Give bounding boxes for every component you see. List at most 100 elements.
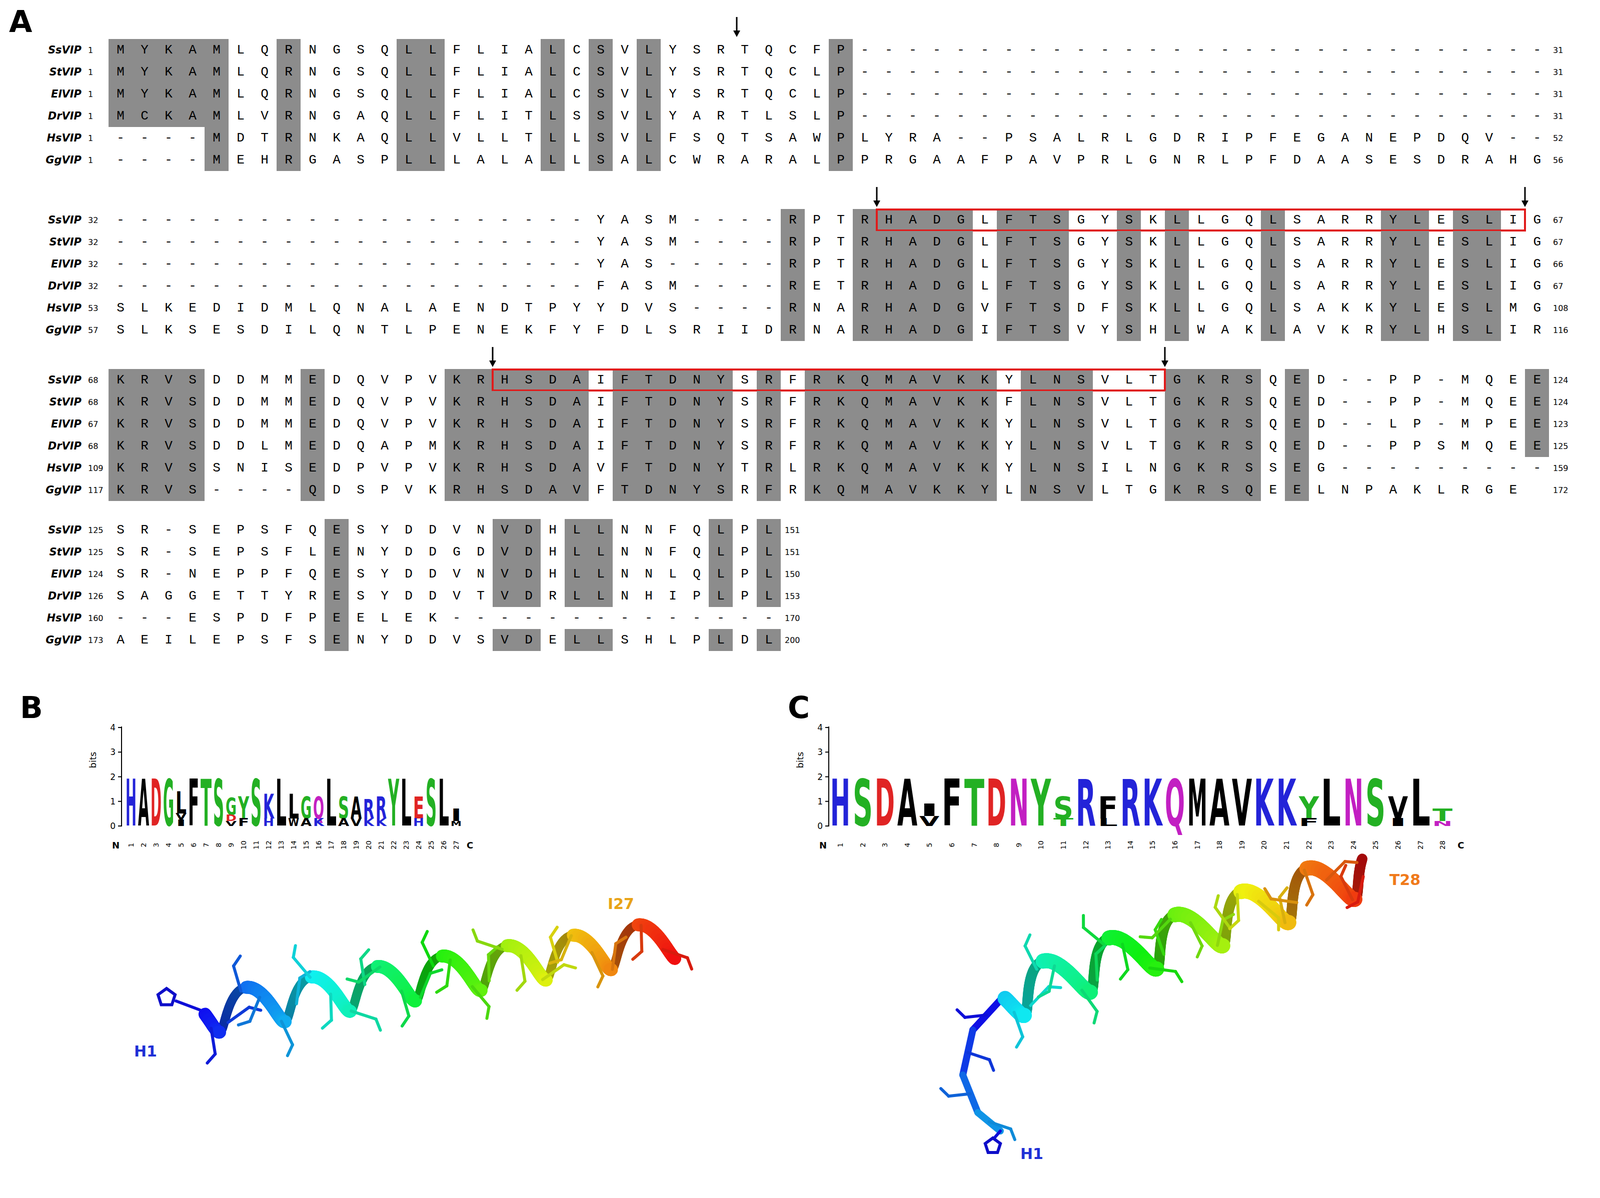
- helix-ribbon: [1085, 986, 1097, 998]
- side-chain: [641, 925, 642, 952]
- position-number: 56: [1552, 155, 1563, 166]
- helix-ribbon: [1212, 938, 1229, 954]
- species-name: StVIP: [49, 396, 82, 409]
- side-chain: [477, 941, 502, 950]
- position-number: 9: [227, 843, 236, 848]
- species-name: DrVIP: [48, 280, 82, 293]
- cleavage-arrow: [736, 17, 738, 33]
- position-number: 153: [784, 591, 801, 602]
- logo-letter: I: [1387, 817, 1408, 828]
- position-number: 125: [88, 547, 104, 558]
- side-chain: [1270, 899, 1297, 903]
- position-number: 6: [947, 843, 956, 848]
- side-chain: [662, 949, 688, 959]
- logo-letter: N: [1432, 820, 1453, 828]
- position-number: 17: [1193, 840, 1202, 850]
- logo-letter: F: [1298, 817, 1319, 828]
- position-number: 17: [327, 840, 336, 850]
- sequence-row: - - - - - - - - - - - - - - - - - - - - …: [116, 275, 1545, 298]
- position-number: 1: [127, 843, 136, 848]
- species-name: SsVIP: [48, 524, 82, 537]
- position-number: 200: [784, 635, 801, 646]
- position-number: 160: [88, 613, 104, 624]
- sequence-row: - - - - M D T R N K A Q L L V L L T L L …: [116, 127, 1545, 150]
- side-chain: [1197, 946, 1203, 958]
- logo-letter: L: [438, 771, 450, 836]
- sequence-row: S L K E D I D M L Q N A L A E N D T P Y …: [116, 297, 1545, 320]
- position-number: 13: [277, 840, 286, 850]
- side-chain: [1237, 894, 1239, 921]
- tick-label: 3: [110, 747, 116, 758]
- side-chain: [549, 959, 562, 964]
- position-number: 22: [389, 840, 398, 850]
- helix-ribbon: [1218, 939, 1229, 951]
- side-chain: [233, 956, 241, 967]
- cleavage-arrow: [1164, 347, 1166, 363]
- side-chain: [1014, 1012, 1023, 1038]
- logo-letter: V: [350, 817, 362, 828]
- logo-letter: T: [964, 771, 985, 836]
- helix-ribbon: [1278, 914, 1295, 930]
- position-number: 116: [1552, 325, 1569, 336]
- side-chain: [1215, 895, 1219, 908]
- position-number: 21: [1282, 840, 1291, 850]
- terminus-label: N: [819, 840, 827, 851]
- logo-letter: V: [1231, 771, 1252, 836]
- side-chain: [233, 966, 242, 992]
- helix-ribbon: [1284, 915, 1296, 927]
- side-chain: [293, 945, 296, 958]
- side-chain: [550, 927, 558, 938]
- side-chain: [1081, 915, 1085, 928]
- panel-letter: A: [9, 4, 33, 40]
- side-chain: [1340, 865, 1346, 877]
- panel-letter: C: [787, 690, 810, 726]
- position-number: 11: [252, 840, 261, 850]
- position-number: 31: [1552, 89, 1563, 100]
- species-name: GgVIP: [45, 154, 82, 167]
- axis-tick: [118, 825, 122, 827]
- side-chain: [422, 931, 428, 943]
- position-number: 3: [152, 843, 161, 848]
- position-number: 19: [1237, 840, 1246, 850]
- side-chain: [1340, 876, 1353, 901]
- position-number: 27: [1416, 840, 1425, 850]
- side-chain: [1306, 894, 1313, 906]
- side-chain: [1095, 946, 1105, 955]
- species-name: DrVIP: [48, 590, 82, 603]
- logo-letter: K: [363, 817, 375, 828]
- position-number: 5: [925, 843, 934, 848]
- position-number: 172: [1552, 485, 1569, 496]
- helix-ribbon: [212, 1025, 227, 1039]
- helix-ribbon: [603, 963, 618, 977]
- side-chain: [402, 1016, 409, 1027]
- logo-letter: V: [225, 820, 237, 828]
- side-chain: [1083, 927, 1104, 945]
- sequence-row: S R - S E P S F Q E S Y D D V N V D H L …: [116, 519, 777, 542]
- species-name: SsVIP: [48, 214, 82, 227]
- sequence-row: K R V S S N I S E D P V P V K R H S D A …: [116, 457, 1545, 480]
- axis-tick: [825, 801, 829, 803]
- helix-ribbon: [1019, 1010, 1031, 1021]
- position-number: 2: [139, 843, 148, 848]
- position-number: 12: [1081, 840, 1090, 850]
- residue-label: H1: [134, 1042, 158, 1061]
- helix-ribbon: [603, 962, 617, 977]
- side-chain: [615, 937, 626, 944]
- position-number: 32: [88, 215, 99, 226]
- sequence-row: - - - - M E H R G A S P L L L A L A L L …: [116, 149, 1545, 172]
- cleavage-arrowhead: [873, 200, 881, 208]
- axis-tick: [118, 776, 122, 778]
- side-chain: [1175, 971, 1182, 982]
- position-number: 151: [784, 547, 801, 558]
- logo-letter: N: [1343, 771, 1364, 836]
- logo-letter: R: [1075, 771, 1096, 836]
- side-chain: [632, 951, 642, 960]
- position-number: 26: [439, 840, 448, 850]
- logo-letter: K: [313, 817, 325, 828]
- position-number: 23: [402, 840, 411, 850]
- logo-letter: S: [250, 771, 262, 836]
- logo-letter: W: [288, 817, 300, 828]
- logo-letter: K: [1276, 771, 1297, 836]
- side-chain: [1120, 969, 1128, 980]
- sequence-row: - - - - - - - - - - - - - - - - - - - - …: [116, 209, 1545, 232]
